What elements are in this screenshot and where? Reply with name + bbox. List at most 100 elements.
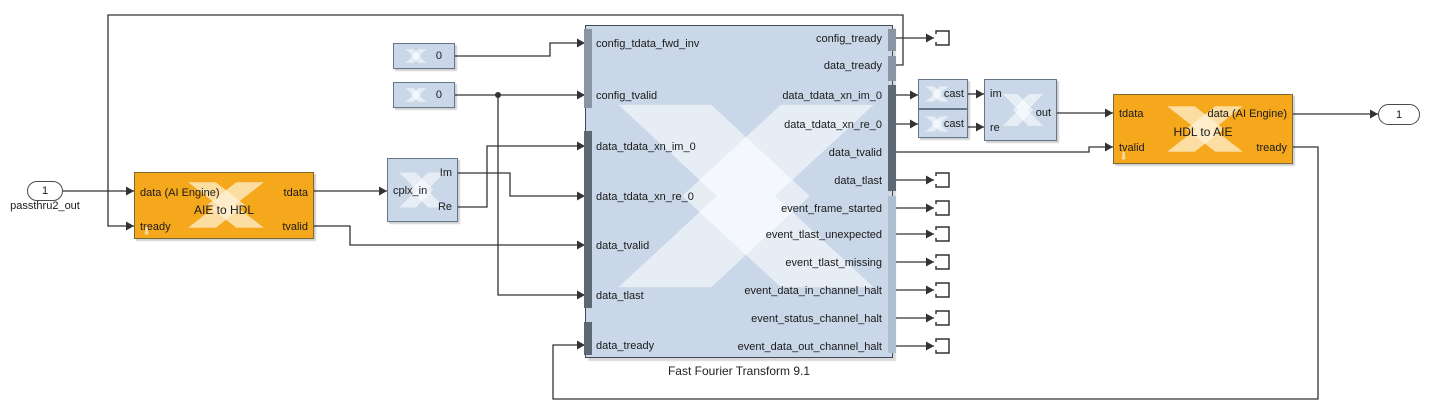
fft-port-data-tvalid-out: data_tvalid <box>828 147 882 159</box>
block-cplx-out[interactable]: im re out <box>984 79 1057 141</box>
arrowhead <box>577 340 585 350</box>
terminator-block[interactable] <box>935 254 950 270</box>
fft-port-event-frame-started: event_frame_started <box>781 203 882 215</box>
terminator-block[interactable] <box>935 30 950 46</box>
outport-1-number: 1 <box>1395 108 1403 121</box>
wire-const2-branch-to-fft-datatlast[interactable] <box>497 95 585 296</box>
block-title-aie-to-hdl: AIE to HDL <box>193 203 255 217</box>
xilinx-logo-icon <box>404 86 428 104</box>
block-title-hdl-to-aie: HDL to AIE <box>1173 125 1233 139</box>
arrowhead <box>577 141 585 151</box>
port-tready-out: tready <box>1256 142 1287 154</box>
terminator-block[interactable] <box>935 338 950 354</box>
inport-1-label[interactable]: passthru2_out <box>10 200 80 212</box>
arrowhead <box>910 90 918 100</box>
fft-port-data-tlast-in: data_tlast <box>596 290 644 302</box>
arrowhead <box>577 240 585 250</box>
wire-hdl-tready-to-fft-datatready[interactable] <box>552 146 1319 400</box>
port-data-ai-engine-in: data (AI Engine) <box>140 187 220 199</box>
arrowhead <box>577 290 585 300</box>
fft-port-data-re0-out: data_tdata_xn_re_0 <box>784 119 882 131</box>
arrowhead <box>926 341 934 351</box>
arrowhead <box>379 186 387 196</box>
interface-tab <box>888 196 896 353</box>
wire-cplxin-im-to-fft-re0[interactable] <box>458 172 585 197</box>
constant-1-value: 0 <box>435 50 442 62</box>
port-im-out: Im <box>439 167 452 179</box>
block-constant-1[interactable]: 0 <box>393 43 455 69</box>
fft-port-data-re0-in: data_tdata_xn_re_0 <box>596 191 694 203</box>
block-aie-to-hdl[interactable]: data (AI Engine) tready tdata tvalid AIE… <box>134 172 314 239</box>
interface-tab <box>584 29 592 108</box>
terminator-block[interactable] <box>935 172 950 188</box>
wire-aie-tvalid-to-fft-datatvalid[interactable] <box>314 225 585 246</box>
fft-port-config-tdata-fwd-inv: config_tdata_fwd_inv <box>596 38 700 50</box>
port-cplx-in: cplx_in <box>393 185 428 197</box>
block-cast-upper[interactable]: cast <box>918 79 968 109</box>
block-fft[interactable]: config_tdata_fwd_inv config_tvalid data_… <box>584 25 896 358</box>
block-cplx-in[interactable]: cplx_in Im Re <box>387 158 458 222</box>
constant-2-value: 0 <box>435 89 442 101</box>
arrowhead <box>926 229 934 239</box>
port-tready-in: tready <box>140 221 171 233</box>
terminator-block[interactable] <box>935 282 950 298</box>
fft-port-event-status-channel-halt: event_status_channel_halt <box>751 313 882 325</box>
block-label-fft[interactable]: Fast Fourier Transform 9.1 <box>667 364 811 378</box>
fft-port-data-im0-in: data_tdata_xn_im_0 <box>596 141 696 153</box>
xilinx-logo-icon <box>404 47 428 65</box>
port-tvalid-in: tvalid <box>1119 142 1145 154</box>
port-data-ai-engine-out: data (AI Engine) <box>1207 108 1288 120</box>
outport-1[interactable]: 1 <box>1378 104 1420 125</box>
fft-port-event-tlast-missing: event_tlast_missing <box>785 257 882 269</box>
fft-port-event-data-out-channel-halt: event_data_out_channel_halt <box>737 341 882 353</box>
port-tdata-out: tdata <box>283 187 308 199</box>
fft-port-event-tlast-unexpected: event_tlast_unexpected <box>765 229 882 241</box>
fft-port-config-tvalid: config_tvalid <box>596 90 658 102</box>
terminator-block[interactable] <box>935 310 950 326</box>
arrowhead <box>577 90 585 100</box>
arrowhead <box>926 285 934 295</box>
fft-port-data-tready-out: data_tready <box>823 60 882 72</box>
interface-tab <box>888 29 896 51</box>
fft-port-event-data-in-channel-halt: event_data_in_channel_halt <box>744 285 882 297</box>
port-tvalid-out: tvalid <box>282 221 308 233</box>
block-cast-lower[interactable]: cast <box>918 109 968 138</box>
port-im-in: im <box>990 88 1002 100</box>
fft-port-data-im0-out: data_tdata_xn_im_0 <box>782 90 882 102</box>
arrowhead <box>926 33 934 43</box>
terminator-block[interactable] <box>935 200 950 216</box>
inport-1[interactable]: 1 <box>27 181 63 201</box>
cast-upper-label: cast <box>943 88 964 100</box>
block-hdl-to-aie[interactable]: tdata tvalid data (AI Engine) tready HDL… <box>1113 94 1293 164</box>
arrowhead <box>1370 109 1378 119</box>
terminator-block[interactable] <box>935 226 950 242</box>
interface-tab <box>888 85 896 191</box>
arrowhead <box>126 186 134 196</box>
arrowhead <box>976 122 984 132</box>
wire-fft-datatvalid-to-hdl-tvalid[interactable] <box>893 146 1113 153</box>
arrowhead <box>926 175 934 185</box>
arrowhead <box>926 313 934 323</box>
wire-const1-to-fft-configfwdinv[interactable] <box>455 42 585 57</box>
port-out: out <box>1035 107 1051 119</box>
cast-lower-label: cast <box>943 118 964 130</box>
interface-tab <box>888 56 896 81</box>
fft-port-data-tready-in: data_tready <box>596 340 655 352</box>
interface-tab <box>584 131 592 308</box>
subsystem-arrow-icon: ⬇ <box>1119 151 1129 163</box>
block-constant-2[interactable]: 0 <box>393 82 455 108</box>
wire-junction-dot <box>495 92 501 98</box>
port-re-in: re <box>990 122 1000 134</box>
wire-cplxin-re-to-fft-im0[interactable] <box>458 145 585 208</box>
arrowhead <box>577 38 585 48</box>
fft-port-data-tvalid-in: data_tvalid <box>596 240 650 252</box>
subsystem-arrow-icon: ⬇ <box>142 226 152 238</box>
port-re-out: Re <box>437 201 452 213</box>
inport-1-number: 1 <box>41 185 49 197</box>
fft-port-data-tlast-out: data_tlast <box>834 175 882 187</box>
wire-fft-datatready-to-aie-tready[interactable] <box>107 14 904 227</box>
arrowhead <box>126 221 134 231</box>
interface-tab <box>584 322 592 355</box>
